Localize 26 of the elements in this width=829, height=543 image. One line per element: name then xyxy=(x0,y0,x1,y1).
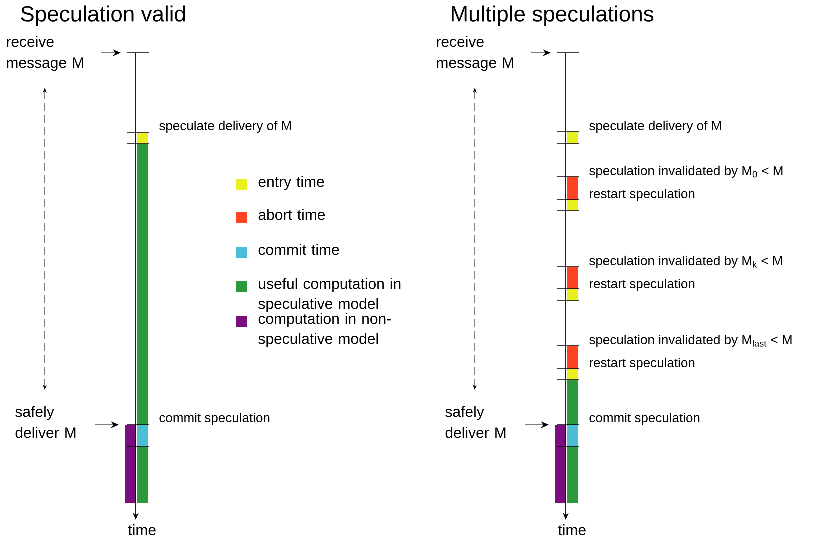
arrow xyxy=(101,50,121,56)
event-label: restart speculation xyxy=(590,278,695,292)
legend-label: entry time xyxy=(258,176,324,190)
event-label: commit speculation xyxy=(160,412,270,426)
event-label: speculation invalidated by M$_{0}$ < M xyxy=(590,166,783,178)
panel-title: Speculation valid xyxy=(21,6,186,26)
panel-title: Multiple speculations xyxy=(452,6,654,26)
event-label: restart speculation xyxy=(590,358,695,370)
axis-label: time xyxy=(558,524,586,536)
legend-label: commit time xyxy=(258,244,340,256)
event-label: speculation invalidated by M$_{k}$ < M xyxy=(590,256,782,268)
legend-label: computation in non-speculative model xyxy=(258,313,391,348)
event-label: receive message M xyxy=(7,36,84,72)
event-label: speculation invalidated by M$_{last}$ < M xyxy=(590,334,792,348)
event-label: commit speculation xyxy=(590,412,700,426)
event-label: safely deliver M xyxy=(16,406,76,438)
arrow xyxy=(95,422,119,428)
legend-label: abort time xyxy=(258,209,326,220)
event-label: speculate delivery of M xyxy=(160,120,292,134)
arrow xyxy=(531,50,551,56)
axis-label: time xyxy=(128,524,156,536)
event-label: receive message M xyxy=(437,36,514,72)
event-label: safely deliver M xyxy=(446,406,506,438)
arrow xyxy=(525,422,549,428)
event-label: speculate delivery of M xyxy=(590,120,722,134)
event-label: restart speculation xyxy=(590,188,695,202)
